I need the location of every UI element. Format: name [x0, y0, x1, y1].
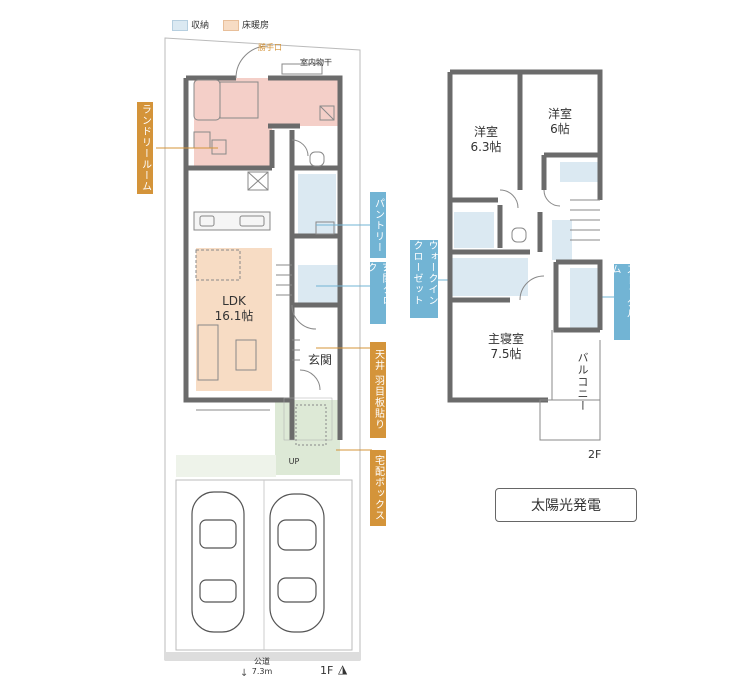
service-door-label: 勝手口 [258, 42, 282, 52]
callout-stock: ストックルーム [609, 264, 635, 340]
walkin-storage [452, 258, 528, 296]
ldk-floor-heating [196, 248, 272, 391]
master-size: 7.5帖 [490, 346, 521, 361]
cloak-storage [298, 265, 338, 305]
legend-floor-heating: 床暖房 [223, 18, 269, 31]
legend: 収納 床暖房 [172, 18, 269, 31]
stock-storage [570, 268, 602, 328]
master-name: 主寝室 [488, 331, 524, 346]
laundry-floor [194, 78, 272, 168]
walls-1f [183, 75, 343, 440]
car-left-icon [191, 491, 245, 633]
garden-strip [176, 455, 276, 477]
floor2-label: 2F [588, 448, 602, 461]
entrance-tile [283, 397, 333, 441]
pantry-storage [298, 174, 336, 212]
western1-size: 6.3帖 [470, 139, 501, 154]
walls-2f [447, 69, 603, 403]
up-label: UP [289, 457, 300, 466]
ldk-name: LDK [222, 294, 247, 308]
western1-name: 洋室 [474, 124, 498, 139]
solar-badge: 太陽光発電 [495, 488, 637, 522]
western2-size: 6帖 [550, 121, 570, 136]
fixtures-1f [193, 63, 335, 446]
stairs-1f [276, 264, 300, 361]
callout-entrance-cloak: 玄関クローク [365, 262, 391, 324]
2f-storage-4 [552, 220, 572, 260]
callout-delivery-box: 宅配ボックス [370, 450, 386, 526]
2f-storage-1 [454, 212, 494, 248]
car-right-icon [269, 493, 325, 633]
indoor-drying-label: 室内物干 [300, 57, 332, 67]
down-arrow-icon: ↓ [240, 668, 248, 679]
callout-ceiling: 天井 羽目板貼り [370, 342, 386, 438]
north-arrow-icon: ◮ [338, 662, 348, 676]
callout-pantry: パントリー [370, 192, 386, 258]
balcony-label: バルコニー [576, 352, 589, 412]
doors-1f [235, 45, 321, 391]
road-width-label: 7.3m [252, 667, 273, 676]
callout-walkin: ウォークイン クローゼット [410, 240, 438, 318]
road-strip [165, 652, 360, 660]
legend-storage: 収納 [172, 18, 209, 31]
road-label: 公道 [254, 656, 270, 666]
western2-name: 洋室 [548, 106, 572, 121]
ldk-size: 16.1帖 [215, 308, 254, 323]
drying-floor [268, 78, 340, 126]
2f-storage-3 [560, 162, 598, 182]
pantry-storage-2 [298, 212, 336, 236]
callout-laundry: ランドリールーム [137, 102, 153, 194]
garden-area [275, 400, 340, 475]
leaders-orange [156, 147, 372, 451]
entrance-label: 玄関 [308, 352, 332, 367]
details-2f [499, 189, 601, 441]
floor1-label: 1F [320, 664, 334, 677]
